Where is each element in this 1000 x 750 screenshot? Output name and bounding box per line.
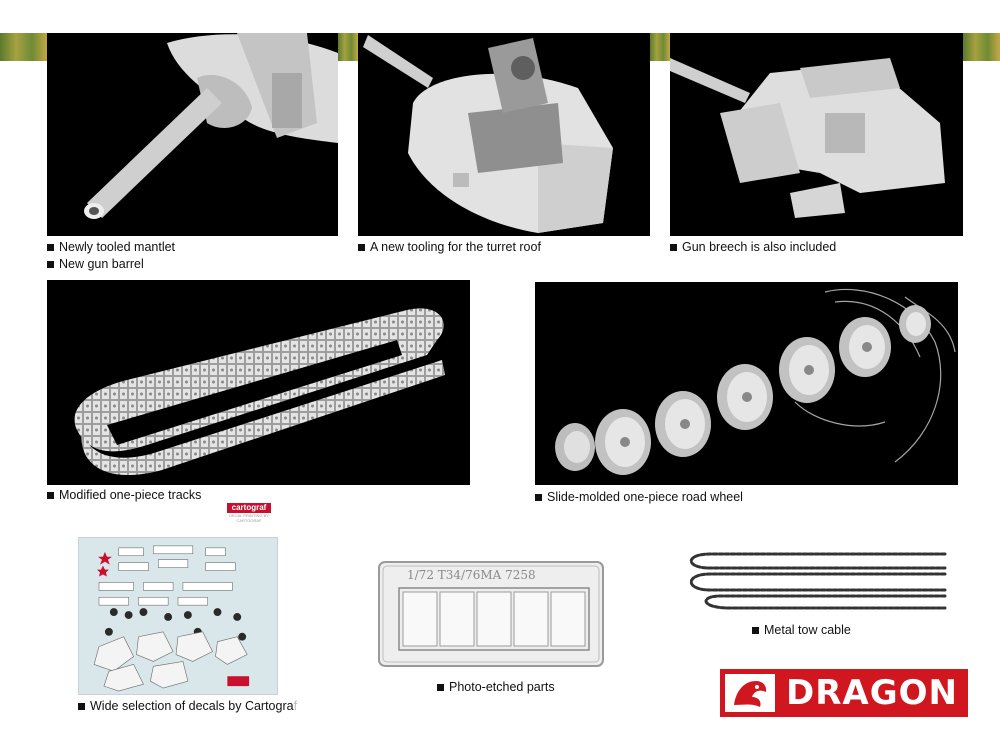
bullet-icon (437, 683, 444, 691)
cartograf-logo-subtext: DECAL PRINTING BY CARTOGRAF (229, 513, 269, 523)
photo-turret-roof (358, 33, 650, 236)
bullet-icon (47, 243, 54, 251)
caption-text: Metal tow cable (764, 623, 851, 637)
caption-gun-barrel: New gun barrel (47, 256, 175, 272)
photo-road-wheels (535, 282, 958, 485)
tow-cable-render (689, 552, 947, 610)
bullet-icon (752, 626, 759, 634)
cartograf-logo-text: cartograf (227, 503, 271, 513)
caption-photo-etched: Photo-etched parts (437, 679, 555, 695)
caption-text: Gun breech is also included (682, 240, 837, 254)
road-wheels-render (555, 288, 956, 475)
caption-text: New gun barrel (59, 257, 144, 271)
tracks-render (74, 308, 446, 476)
caption-text: Modified one-piece tracks (59, 488, 202, 502)
caption-text: Slide-molded one-piece road wheel (547, 490, 743, 504)
photo-etched-fret-render: 1/72 T34/76MA 7258 (378, 561, 604, 667)
turret-render (363, 35, 613, 233)
cartograf-logo: cartograf DECAL PRINTING BY CARTOGRAF (227, 503, 271, 523)
caption-text: A new tooling for the turret roof (370, 240, 541, 254)
photo-mantlet (47, 33, 338, 236)
caption-text-tail: f (293, 699, 298, 713)
decal-sheet-render (93, 545, 250, 692)
caption-text: Photo-etched parts (449, 680, 555, 694)
dragon-mascot-icon (725, 674, 775, 712)
caption-tracks: Modified one-piece tracks (47, 487, 201, 503)
caption-turret-roof: A new tooling for the turret roof (358, 239, 541, 255)
photo-gun-breech (670, 33, 963, 236)
caption-tow-cable: Metal tow cable (752, 622, 851, 638)
bullet-icon (47, 491, 54, 499)
bullet-icon (358, 243, 365, 251)
bullet-icon (535, 493, 542, 501)
decal-sheet (78, 537, 278, 695)
caption-text: Wide selection of decals by Cartogra (90, 699, 294, 713)
decorative-strip-left (0, 33, 48, 61)
metal-tow-cable (680, 548, 950, 618)
dragon-logo: DRAGON (720, 669, 968, 717)
caption-gun-breech: Gun breech is also included (670, 239, 836, 255)
bullet-icon (670, 243, 677, 251)
decorative-strip-center-right (650, 33, 670, 61)
mantlet-render (84, 33, 338, 219)
decorative-strip-center-left (338, 33, 358, 61)
wheel-group (555, 305, 931, 475)
bullet-icon (78, 702, 85, 710)
caption-text: Newly tooled mantlet (59, 240, 176, 254)
photo-tracks (47, 280, 470, 485)
dragon-wordmark: DRAGON (786, 673, 958, 713)
bullet-icon (47, 260, 54, 268)
photo-etched-fret: 1/72 T34/76MA 7258 (377, 560, 605, 668)
breech-render (670, 58, 945, 218)
decorative-strip-right (963, 33, 1000, 61)
caption-mantlet: Newly tooled mantlet (47, 239, 175, 255)
caption-road-wheels: Slide-molded one-piece road wheel (535, 489, 743, 505)
fret-text: 1/72 T34/76MA 7258 (407, 568, 536, 582)
